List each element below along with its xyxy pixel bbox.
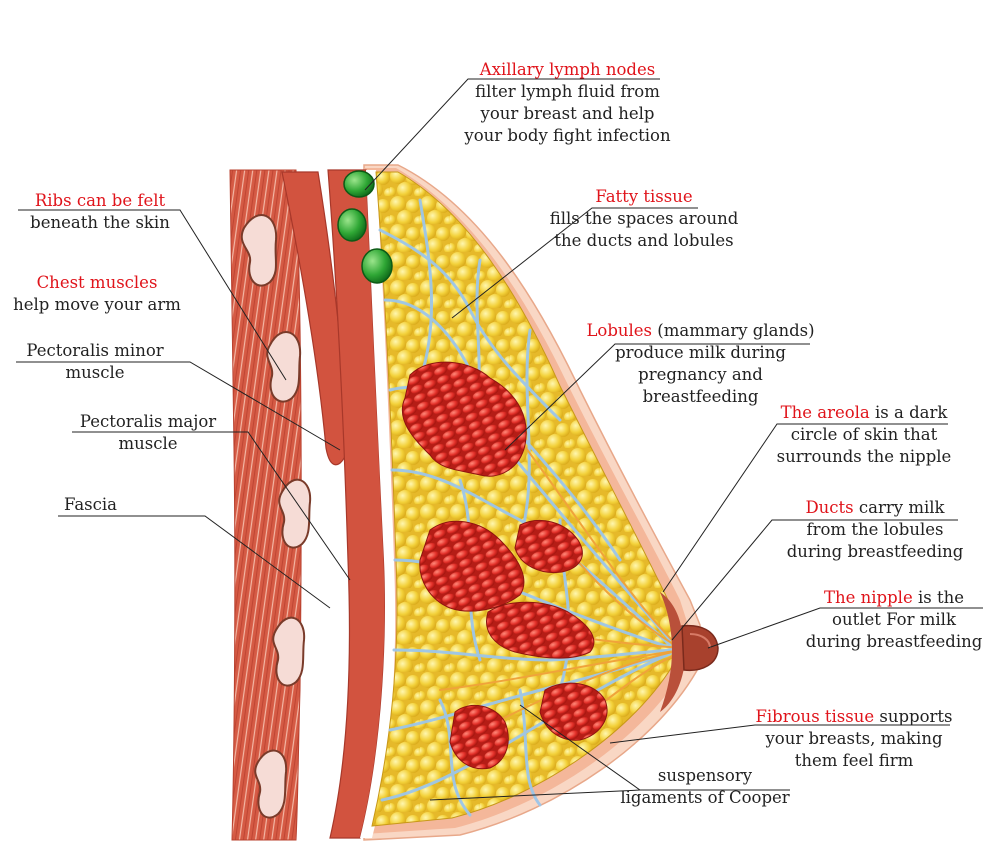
milk-duct <box>439 649 683 691</box>
lobule-cluster <box>514 519 583 574</box>
label-fascia: Fascia <box>64 494 154 516</box>
label-ribs: Ribs can be felt beneath the skin <box>14 190 186 234</box>
lymph-node <box>343 170 375 198</box>
leader-ligaments-2 <box>429 789 641 801</box>
label-line: fills the spaces around <box>549 209 739 228</box>
leader-pec-major <box>72 431 351 581</box>
label-ligaments-of-cooper: suspensory ligaments of Cooper <box>605 765 805 809</box>
duct <box>380 652 672 802</box>
label-areola: The areola is a dark circle of skin that… <box>768 402 960 468</box>
duct <box>418 198 434 382</box>
label-line: filter lymph fluid from <box>475 82 660 101</box>
label-title: The areola <box>780 403 870 422</box>
ribs <box>240 214 312 819</box>
label-lobules: Lobules (mammary glands) produce milk du… <box>578 320 823 408</box>
leader-fibrous <box>609 724 950 744</box>
lymph-nodes <box>337 170 393 284</box>
label-pectoralis-major: Pectoralis major muscle <box>66 411 230 455</box>
label-line: during breastfeeding <box>786 542 964 561</box>
leader-nipple <box>707 607 983 649</box>
label-title: Fatty tissue <box>595 187 693 206</box>
duct <box>392 648 674 662</box>
pectoralis-minor <box>281 171 349 466</box>
rib <box>240 214 278 287</box>
label-line: ligaments of Cooper <box>620 788 790 807</box>
nipple-highlight <box>689 633 711 649</box>
label-line: suspensory <box>657 766 753 785</box>
lobule-cluster <box>401 361 527 477</box>
label-line: surrounds the nipple <box>776 447 952 466</box>
label-line: during breastfeeding <box>805 632 983 651</box>
rib <box>278 478 312 549</box>
label-line: from the lobules <box>806 520 944 539</box>
label-fatty-tissue: Fatty tissue fills the spaces around the… <box>538 186 750 252</box>
label-line: help move your arm <box>13 295 181 314</box>
lobules <box>401 361 608 770</box>
lobule-cluster <box>449 704 509 770</box>
leader-pec-minor <box>16 361 341 451</box>
label-fibrous-tissue: Fibrous tissue supports your breasts, ma… <box>748 706 960 772</box>
label-title: Ribs can be felt <box>34 191 166 210</box>
label-line: beneath the skin <box>30 213 170 232</box>
lymph-node <box>361 248 393 284</box>
milk-duct <box>499 649 683 721</box>
label-title: Chest muscles <box>36 273 158 292</box>
rib <box>266 331 302 403</box>
leader-areola <box>662 423 948 593</box>
label-title-rest: (mammary glands) <box>652 321 815 340</box>
rib <box>254 749 288 819</box>
label-ducts: Ducts carry milk from the lobules during… <box>778 497 972 563</box>
duct <box>518 328 532 542</box>
leader-fatty <box>451 207 698 319</box>
lymph-node <box>337 208 367 242</box>
lobule-cluster <box>539 682 608 741</box>
leader-fascia <box>58 515 331 609</box>
label-line: circle of skin that <box>790 425 938 444</box>
label-nipple: The nipple is the outlet For milk during… <box>795 587 993 653</box>
rib <box>272 616 306 687</box>
label-line: muscle <box>65 363 125 382</box>
lobule-cluster <box>419 520 525 612</box>
label-title: Lobules <box>586 321 653 340</box>
label-title: Ducts <box>805 498 854 517</box>
label-line: outlet For milk <box>832 610 956 629</box>
label-line: Pectoralis minor <box>26 341 164 360</box>
leader-axillary <box>364 78 660 191</box>
areola <box>660 592 684 712</box>
label-line: your breasts, making <box>765 729 943 748</box>
duct <box>438 698 472 817</box>
label-title: Axillary lymph nodes <box>479 60 656 79</box>
label-pectoralis-minor: Pectoralis minor muscle <box>10 340 180 384</box>
label-line: the ducts and lobules <box>554 231 734 250</box>
label-line: produce milk during <box>615 343 786 362</box>
leader-ducts <box>671 519 958 641</box>
label-title: The nipple <box>824 588 913 607</box>
label-chest-muscles: Chest muscles help move your arm <box>4 272 190 316</box>
label-title-rest: carry milk <box>853 498 945 517</box>
nipple <box>681 624 719 672</box>
milk-duct <box>519 439 681 649</box>
label-title-rest: is the <box>912 588 964 607</box>
label-line: breastfeeding <box>642 387 759 406</box>
leader-ribs <box>18 209 287 381</box>
leader-lines <box>16 78 983 801</box>
label-line: Pectoralis major <box>79 412 217 431</box>
label-line: them feel firm <box>794 751 914 770</box>
label-title: Fibrous tissue <box>755 707 875 726</box>
lobule-cluster <box>486 601 595 659</box>
label-line: Fascia <box>64 495 117 514</box>
label-title-rest: supports <box>874 707 953 726</box>
label-line: your breast and help <box>480 104 655 123</box>
label-line: muscle <box>118 434 178 453</box>
label-axillary-lymph-nodes: Axillary lymph nodes filter lymph fluid … <box>455 59 680 147</box>
label-title-rest: is a dark <box>869 403 948 422</box>
label-line: your body fight infection <box>464 126 671 145</box>
fascia-layer <box>360 170 396 838</box>
label-line: pregnancy and <box>638 365 763 384</box>
leader-lobules <box>504 343 810 451</box>
